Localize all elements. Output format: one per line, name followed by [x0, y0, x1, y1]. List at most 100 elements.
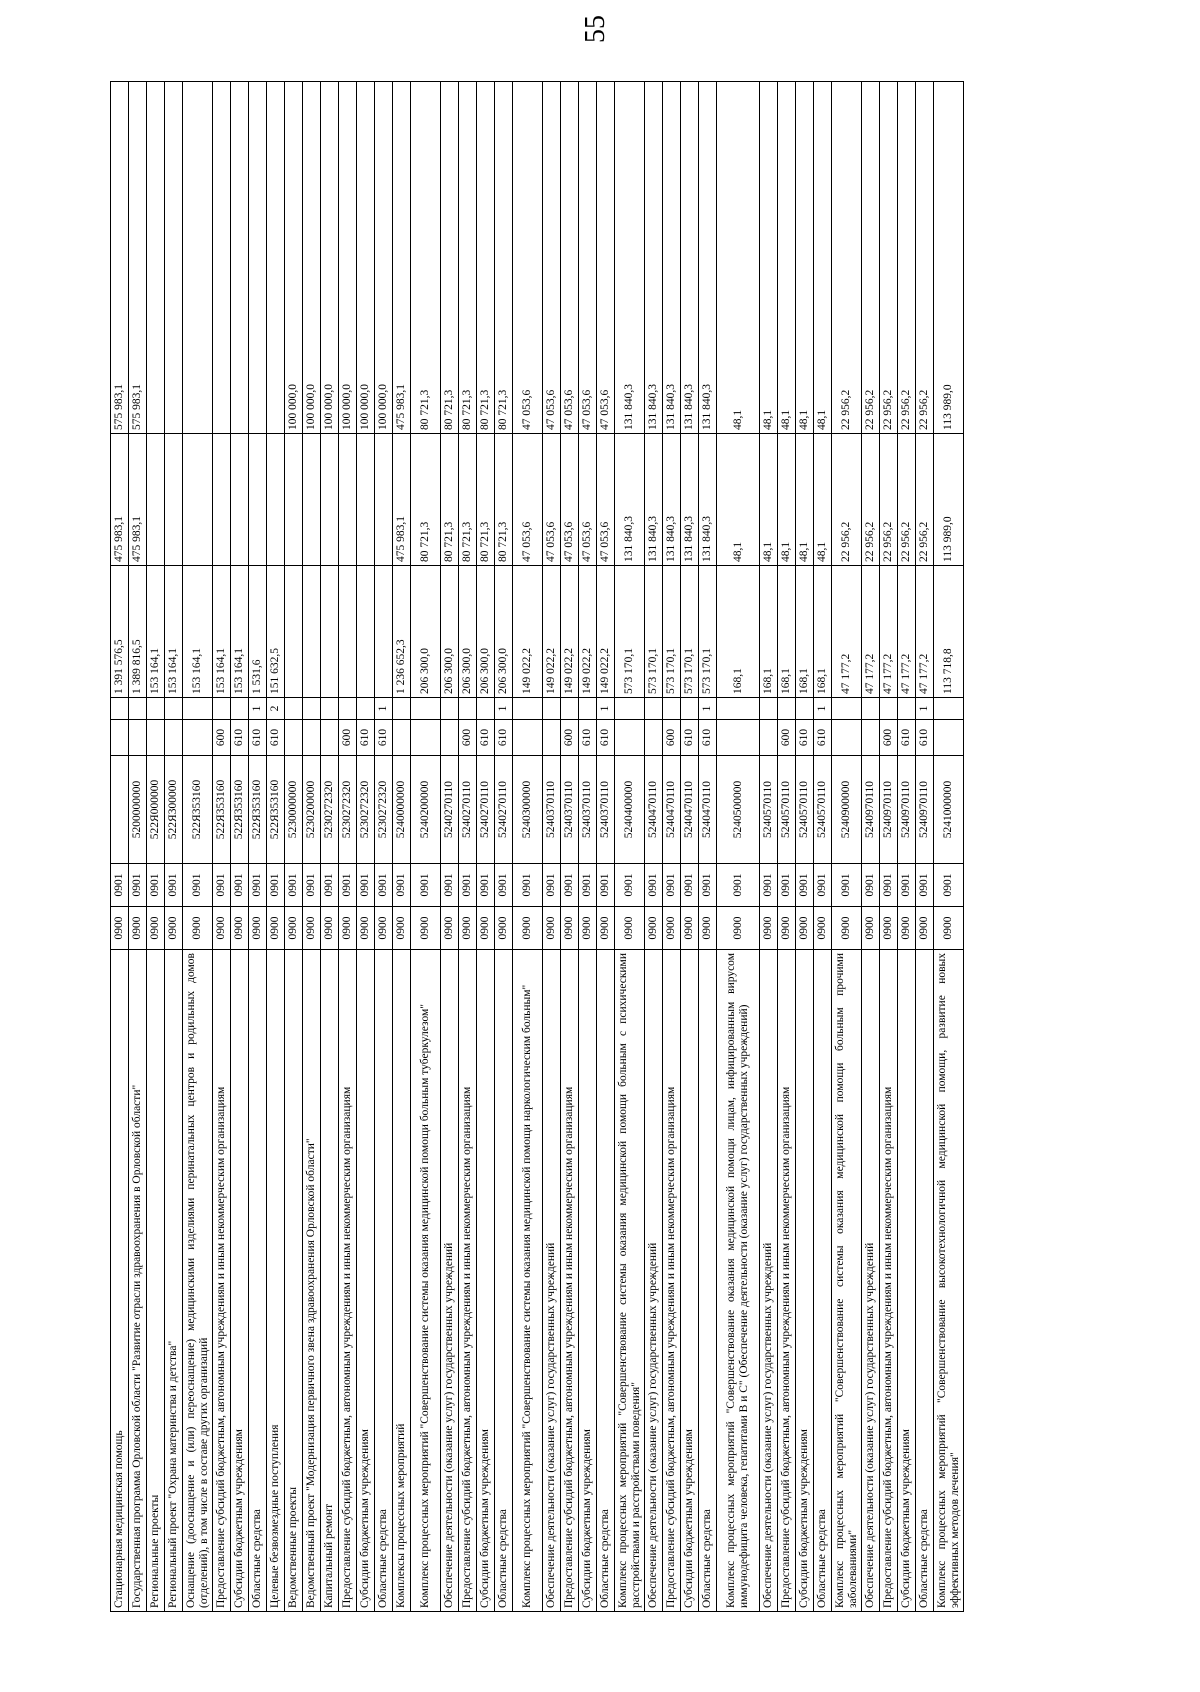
row-source-code: 1: [248, 697, 267, 720]
row-target-code: 5240370110: [578, 755, 597, 864]
row-name: Субсидии бюджетным учреждениям: [680, 949, 699, 1612]
row-amount-3: 131 840,3: [614, 81, 645, 434]
table-row: Ведомственный проект "Модернизация перви…: [302, 81, 321, 1612]
row-expense-type: 600: [458, 719, 477, 756]
row-amount-3: [230, 81, 249, 434]
row-section-code: 0900: [716, 906, 760, 950]
row-section-code: 0900: [182, 906, 213, 950]
row-section-code: 0900: [494, 906, 513, 950]
row-amount-1: 573 170,1: [644, 565, 663, 698]
row-subsection-code: 0901: [759, 863, 778, 907]
row-source-code: [759, 697, 778, 720]
row-section-code: 0900: [596, 906, 615, 950]
row-subsection-code: 0901: [680, 863, 699, 907]
row-name: Субсидии бюджетным учреждениям: [578, 949, 597, 1612]
row-name: Комплекс процессных мероприятий "Соверше…: [410, 949, 441, 1612]
row-source-code: [458, 697, 477, 720]
table-row: Комплекс процессных мероприятий "Соверше…: [933, 81, 964, 1612]
table-row: Предоставление субсидий бюджетным, автон…: [458, 81, 477, 1612]
row-source-code: 2: [266, 697, 285, 720]
row-subsection-code: 0901: [410, 863, 441, 907]
row-amount-3: 131 840,3: [698, 81, 717, 434]
row-target-code: 5240570110: [759, 755, 778, 864]
row-amount-1: 153 164,1: [182, 565, 213, 698]
row-expense-type: [933, 719, 964, 756]
row-amount-3: 22 956,2: [879, 81, 898, 434]
row-section-code: 0900: [248, 906, 267, 950]
row-amount-1: 206 300,0: [476, 565, 495, 698]
row-amount-3: 100 000,0: [356, 81, 375, 434]
row-expense-type: 610: [494, 719, 513, 756]
row-source-code: [831, 697, 862, 720]
row-source-code: 1: [374, 697, 393, 720]
row-amount-1: 47 177,2: [861, 565, 880, 698]
row-source-code: [542, 697, 561, 720]
row-name: Региональный проект "Охрана материнства …: [164, 949, 183, 1612]
row-amount-3: 100 000,0: [320, 81, 339, 434]
row-amount-2: 475 983,1: [110, 433, 129, 566]
row-source-code: [146, 697, 165, 720]
row-name: Комплекс процессных мероприятий "Соверше…: [512, 949, 543, 1612]
row-expense-type: [716, 719, 760, 756]
row-amount-3: [212, 81, 231, 434]
row-name: Областные средства: [494, 949, 513, 1612]
row-target-code: 5230272320: [338, 755, 357, 864]
row-target-code: 5240270110: [440, 755, 459, 864]
row-target-code: 5240400000: [614, 755, 645, 864]
row-subsection-code: 0901: [230, 863, 249, 907]
row-name: Предоставление субсидий бюджетным, автон…: [212, 949, 231, 1612]
row-amount-2: [320, 433, 339, 566]
row-amount-1: 149 022,2: [560, 565, 579, 698]
row-amount-2: [146, 433, 165, 566]
row-section-code: 0900: [777, 906, 796, 950]
page-number: 55: [580, 15, 611, 43]
row-subsection-code: 0901: [831, 863, 862, 907]
row-amount-1: 1 531,6: [248, 565, 267, 698]
row-subsection-code: 0901: [212, 863, 231, 907]
row-amount-3: 100 000,0: [302, 81, 321, 434]
row-amount-2: [374, 433, 393, 566]
row-amount-1: 47 177,2: [897, 565, 916, 698]
row-target-code: 5240970110: [897, 755, 916, 864]
row-name: Ведомственный проект "Модернизация перви…: [302, 949, 321, 1612]
row-source-code: [320, 697, 339, 720]
row-amount-3: 80 721,3: [476, 81, 495, 434]
row-amount-3: 80 721,3: [458, 81, 477, 434]
row-name: Областные средства: [813, 949, 832, 1612]
row-amount-2: 131 840,3: [680, 433, 699, 566]
row-name: Областные средства: [248, 949, 267, 1612]
row-source-code: 1: [698, 697, 717, 720]
table-row: Комплекс процессных мероприятий "Соверше…: [512, 81, 543, 1612]
row-amount-2: [164, 433, 183, 566]
row-source-code: [440, 697, 459, 720]
row-subsection-code: 0901: [248, 863, 267, 907]
row-target-code: [110, 755, 129, 864]
row-expense-type: 600: [777, 719, 796, 756]
row-amount-2: 47 053,6: [596, 433, 615, 566]
row-subsection-code: 0901: [933, 863, 964, 907]
row-target-code: 5230200000: [302, 755, 321, 864]
row-expense-type: [644, 719, 663, 756]
row-section-code: 0900: [813, 906, 832, 950]
row-name: Субсидии бюджетным учреждениям: [897, 949, 916, 1612]
row-target-code: 522Я353160: [182, 755, 213, 864]
row-section-code: 0900: [560, 906, 579, 950]
row-source-code: [680, 697, 699, 720]
row-target-code: 522Я353160: [266, 755, 285, 864]
row-amount-3: 47 053,6: [560, 81, 579, 434]
row-source-code: 1: [494, 697, 513, 720]
row-amount-3: [266, 81, 285, 434]
row-expense-type: [542, 719, 561, 756]
table-row: Обеспечение деятельности (оказание услуг…: [759, 81, 778, 1612]
row-amount-3: 80 721,3: [440, 81, 459, 434]
row-amount-3: 131 840,3: [662, 81, 681, 434]
row-amount-2: 131 840,3: [614, 433, 645, 566]
row-section-code: 0900: [476, 906, 495, 950]
row-target-code: 5230272320: [356, 755, 375, 864]
